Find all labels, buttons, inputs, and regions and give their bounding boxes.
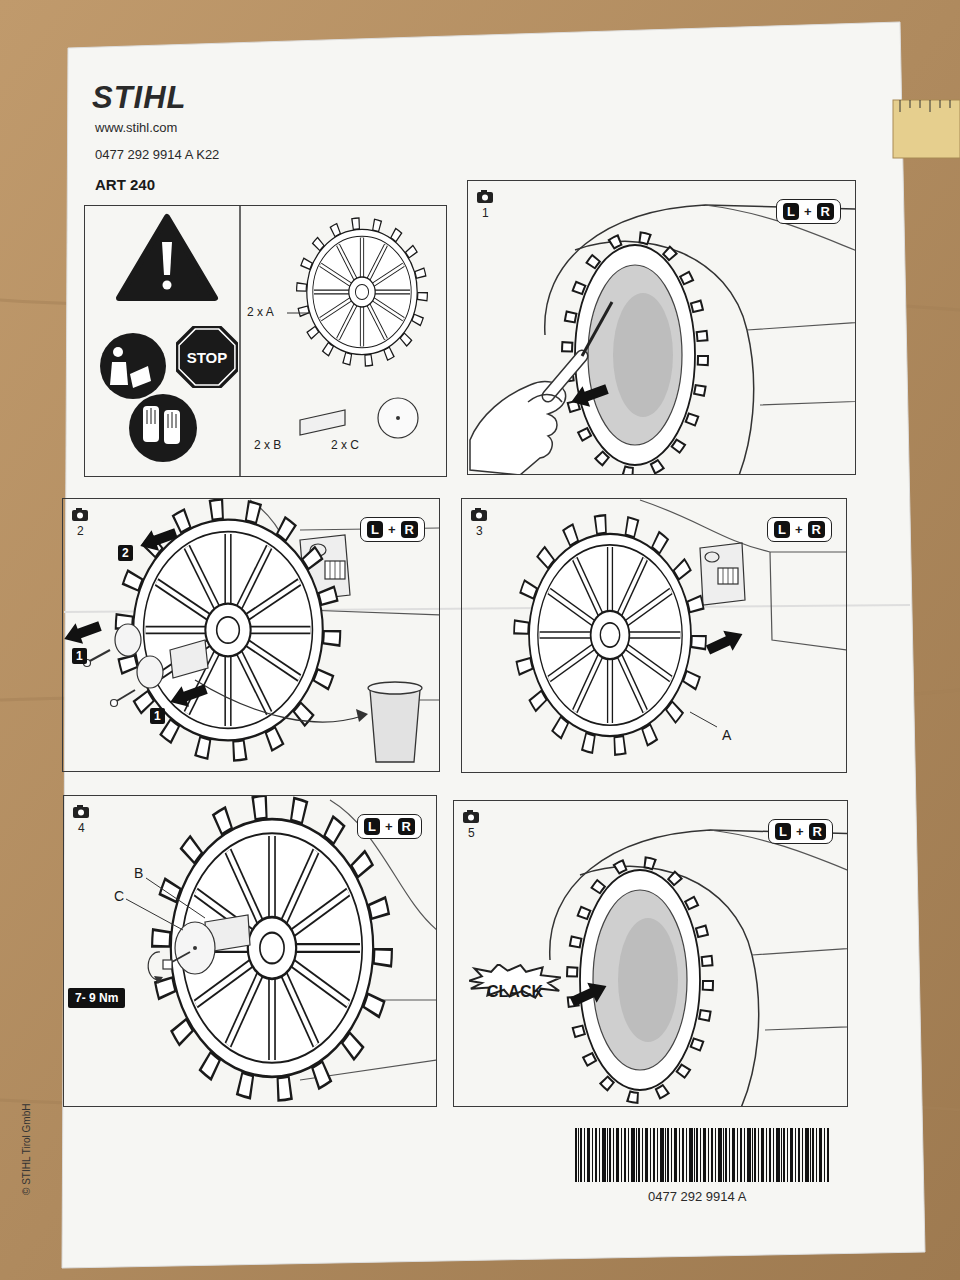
step-number: 1 bbox=[482, 207, 489, 219]
torque-value: 7- 9 Nm bbox=[68, 988, 125, 1008]
step-number: 2 bbox=[77, 525, 84, 537]
copyright: © STIHL Tirol GmbH bbox=[22, 1104, 32, 1195]
step-number: 5 bbox=[468, 827, 475, 839]
model-title: ART 240 bbox=[95, 177, 155, 192]
side-key: L bbox=[783, 203, 799, 220]
side-key: L bbox=[774, 521, 790, 538]
part-letter: B bbox=[132, 865, 145, 881]
side-key: + bbox=[385, 820, 393, 833]
website: www.stihl.com bbox=[95, 121, 177, 134]
step-number: 3 bbox=[476, 525, 483, 537]
sound-burst: CLACK bbox=[469, 964, 561, 1020]
side-key: R bbox=[398, 818, 415, 835]
side-key: L bbox=[364, 818, 380, 835]
sound-word: CLACK bbox=[487, 984, 543, 1000]
side-badge: L + R bbox=[767, 517, 832, 542]
side-key: R bbox=[401, 521, 418, 538]
side-badge: L + R bbox=[768, 819, 833, 844]
side-badge: L + R bbox=[357, 814, 422, 839]
side-key: + bbox=[796, 825, 804, 838]
side-key: L bbox=[775, 823, 791, 840]
part-number: 0477 292 9914 A K22 bbox=[95, 148, 219, 161]
step-order-number: 1 bbox=[72, 648, 87, 664]
step-number: 4 bbox=[78, 822, 85, 834]
side-key: R bbox=[808, 521, 825, 538]
stop-sign-text: STOP bbox=[187, 350, 228, 365]
part-letter: C bbox=[112, 888, 126, 904]
stop-sign: STOP bbox=[176, 326, 238, 388]
side-key: L bbox=[367, 521, 383, 538]
part-letter: A bbox=[720, 727, 733, 743]
side-key: + bbox=[795, 523, 803, 536]
step-panel: L + R CLACK 5 bbox=[453, 800, 848, 1107]
part-quantity: 2 x A bbox=[247, 306, 274, 318]
step-panel: L + R 2 bbox=[62, 498, 440, 772]
step-order-number: 1 bbox=[150, 708, 165, 724]
step-panel: L + R 1 bbox=[467, 180, 856, 475]
side-key: R bbox=[809, 823, 826, 840]
step-panel: L + R 3 bbox=[461, 498, 847, 773]
side-key: + bbox=[804, 205, 812, 218]
side-badge: L + R bbox=[776, 199, 841, 224]
step-order-number: 2 bbox=[118, 545, 133, 561]
side-key: + bbox=[388, 523, 396, 536]
barcode-number: 0477 292 9914 A bbox=[648, 1190, 746, 1203]
side-badge: L + R bbox=[360, 517, 425, 542]
part-quantity: 2 x C bbox=[331, 439, 359, 451]
brand-logo: STIHL bbox=[92, 82, 187, 113]
side-key: R bbox=[817, 203, 834, 220]
part-quantity: 2 x B bbox=[254, 439, 281, 451]
step-panel: L + R 4 bbox=[63, 795, 437, 1107]
parts-panel: STOP 2 x A 2 x B 2 x C bbox=[84, 205, 447, 477]
